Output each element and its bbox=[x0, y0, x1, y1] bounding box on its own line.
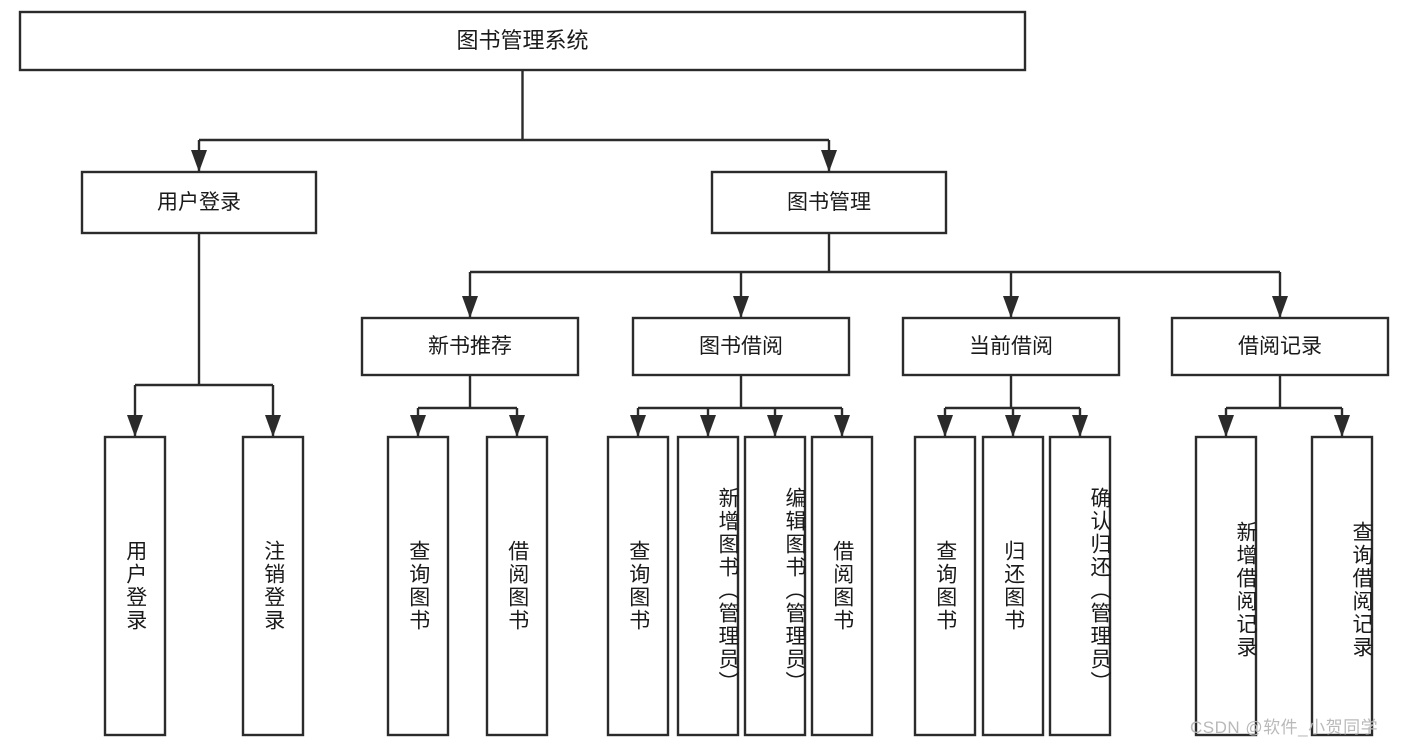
arrow-head-icon bbox=[700, 415, 716, 437]
node-root[interactable] bbox=[18, 10, 1027, 72]
arrow-head-icon bbox=[937, 415, 953, 437]
node-current-borrow[interactable] bbox=[901, 316, 1121, 377]
node-borrow-edit-book[interactable] bbox=[743, 435, 807, 737]
node-current-return-book[interactable] bbox=[981, 435, 1045, 737]
node-user-login-login[interactable] bbox=[103, 435, 167, 737]
connectors-layer bbox=[127, 70, 1350, 437]
node-book-borrow-label: 图书借阅 bbox=[699, 335, 783, 358]
node-borrow-records[interactable] bbox=[1170, 316, 1390, 377]
node-borrow-query-book[interactable] bbox=[606, 435, 670, 737]
arrow-head-icon bbox=[821, 150, 837, 172]
arrow-head-icon bbox=[462, 296, 478, 318]
arrow-head-icon bbox=[1272, 296, 1288, 318]
node-book-borrow[interactable] bbox=[631, 316, 851, 377]
arrow-head-icon bbox=[191, 150, 207, 172]
arrow-head-icon bbox=[1005, 415, 1021, 437]
arrow-head-icon bbox=[1334, 415, 1350, 437]
node-recommend-query-book[interactable] bbox=[386, 435, 450, 737]
arrow-head-icon bbox=[834, 415, 850, 437]
node-borrow-borrow-book[interactable] bbox=[810, 435, 874, 737]
arrow-head-icon bbox=[1003, 296, 1019, 318]
node-book-manage[interactable] bbox=[710, 170, 948, 235]
node-user-login-logout[interactable] bbox=[241, 435, 305, 737]
node-new-book-recommend[interactable] bbox=[360, 316, 580, 377]
node-current-confirm-return[interactable] bbox=[1048, 435, 1112, 737]
node-current-query-book[interactable] bbox=[913, 435, 977, 737]
node-recommend-borrow-book[interactable] bbox=[485, 435, 549, 737]
csdn-watermark: CSDN @软件_小贺同学 bbox=[1190, 718, 1379, 737]
arrow-head-icon bbox=[630, 415, 646, 437]
arrow-head-icon bbox=[509, 415, 525, 437]
node-book-manage-label: 图书管理 bbox=[787, 191, 871, 214]
boxes-layer bbox=[18, 10, 1390, 737]
node-current-borrow-label: 当前借阅 bbox=[969, 335, 1053, 358]
arrow-head-icon bbox=[1072, 415, 1088, 437]
node-records-query-record[interactable] bbox=[1310, 435, 1374, 737]
arrow-head-icon bbox=[767, 415, 783, 437]
arrow-head-icon bbox=[265, 415, 281, 437]
arrow-head-icon bbox=[1218, 415, 1234, 437]
node-borrow-add-book[interactable] bbox=[676, 435, 740, 737]
node-user-login[interactable] bbox=[80, 170, 318, 235]
node-records-add-record[interactable] bbox=[1194, 435, 1258, 737]
node-borrow-records-label: 借阅记录 bbox=[1238, 335, 1322, 358]
arrow-head-icon bbox=[127, 415, 143, 437]
arrow-head-icon bbox=[733, 296, 749, 318]
node-new-book-recommend-label: 新书推荐 bbox=[428, 335, 512, 358]
node-root-label: 图书管理系统 bbox=[456, 28, 588, 53]
node-user-login-label: 用户登录 bbox=[157, 191, 241, 214]
arrow-head-icon bbox=[410, 415, 426, 437]
